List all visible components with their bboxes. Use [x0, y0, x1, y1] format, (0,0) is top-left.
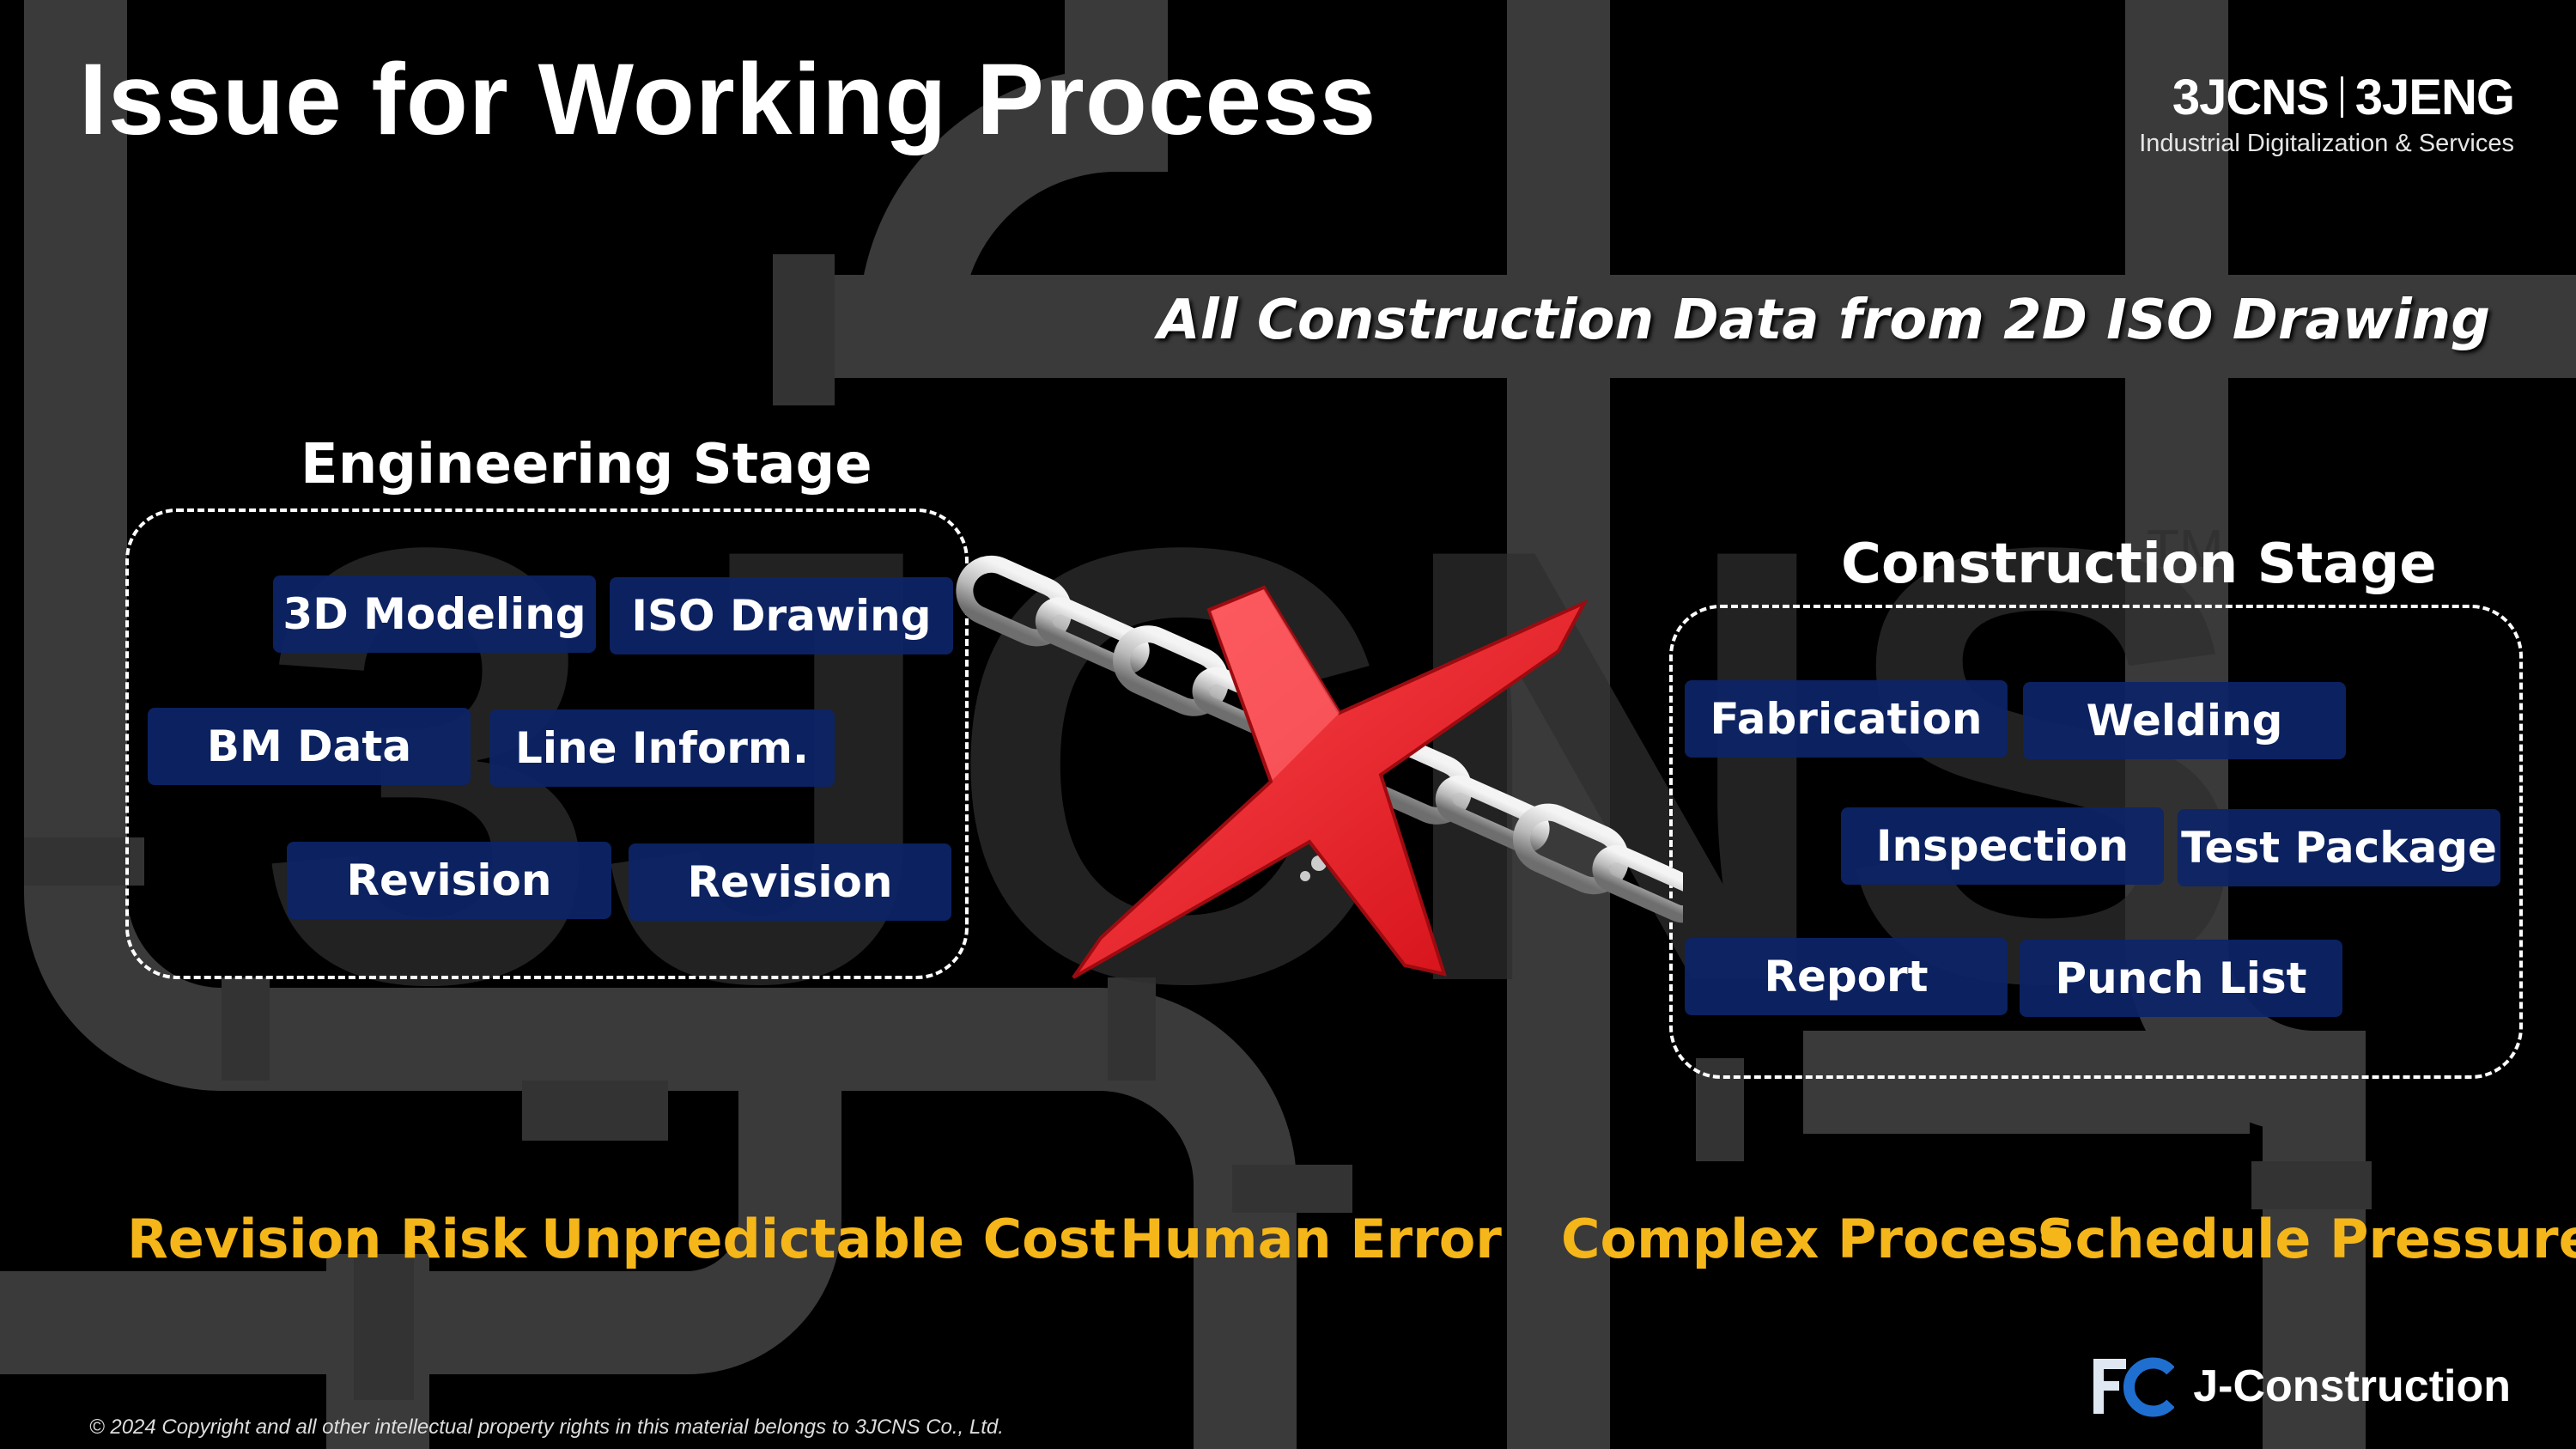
page-title: Issue for Working Process [79, 43, 1377, 156]
issue-label: Revision Risk [127, 1208, 527, 1270]
construction-item: Fabrication [1685, 680, 2008, 758]
logo-separator [2340, 76, 2343, 118]
engineering-stage-title: Engineering Stage [301, 433, 872, 496]
logo-3jcns: 3JCNS [2172, 70, 2330, 125]
trademark-mark: TM [2147, 520, 2224, 579]
engineering-item: Line Inform. [489, 709, 835, 787]
engineering-item: 3D Modeling [273, 575, 596, 653]
construction-stage-title: Construction Stage [1841, 533, 2437, 596]
product-name: J-Construction [2193, 1361, 2511, 1411]
engineering-item: Revision [629, 843, 951, 921]
engineering-item: ISO Drawing [610, 577, 953, 654]
company-logo: 3JCNS 3JENG Industrial Digitalization & S… [2139, 69, 2515, 158]
issue-label: Unpredictable Cost [541, 1208, 1116, 1270]
construction-stage-box [1669, 605, 2523, 1079]
construction-item: Welding [2023, 682, 2346, 759]
fc-logo-icon [2093, 1357, 2175, 1417]
subtitle: All Construction Data from 2D ISO Drawin… [1157, 289, 2490, 352]
broken-chain-with-red-x-icon [956, 555, 1683, 979]
construction-item: Test Package [2178, 809, 2500, 886]
construction-item: Report [1685, 938, 2008, 1015]
engineering-stage-box [125, 508, 969, 979]
engineering-item: BM Data [148, 708, 471, 785]
construction-item: Punch List [2020, 940, 2342, 1017]
j-construction-brand: J-Construction [2092, 1355, 2511, 1417]
logo-tagline: Industrial Digitalization & Services [2139, 130, 2514, 157]
issue-label: Human Error [1120, 1208, 1502, 1270]
engineering-item: Revision [287, 842, 611, 919]
copyright-notice: © 2024 Copyright and all other intellect… [89, 1416, 1004, 1439]
issue-label: Complex Process [1561, 1208, 2071, 1270]
construction-item: Inspection [1841, 807, 2164, 885]
issue-label: Schedule Pressure [2037, 1208, 2576, 1270]
logo-3jeng: 3JENG [2354, 70, 2515, 125]
